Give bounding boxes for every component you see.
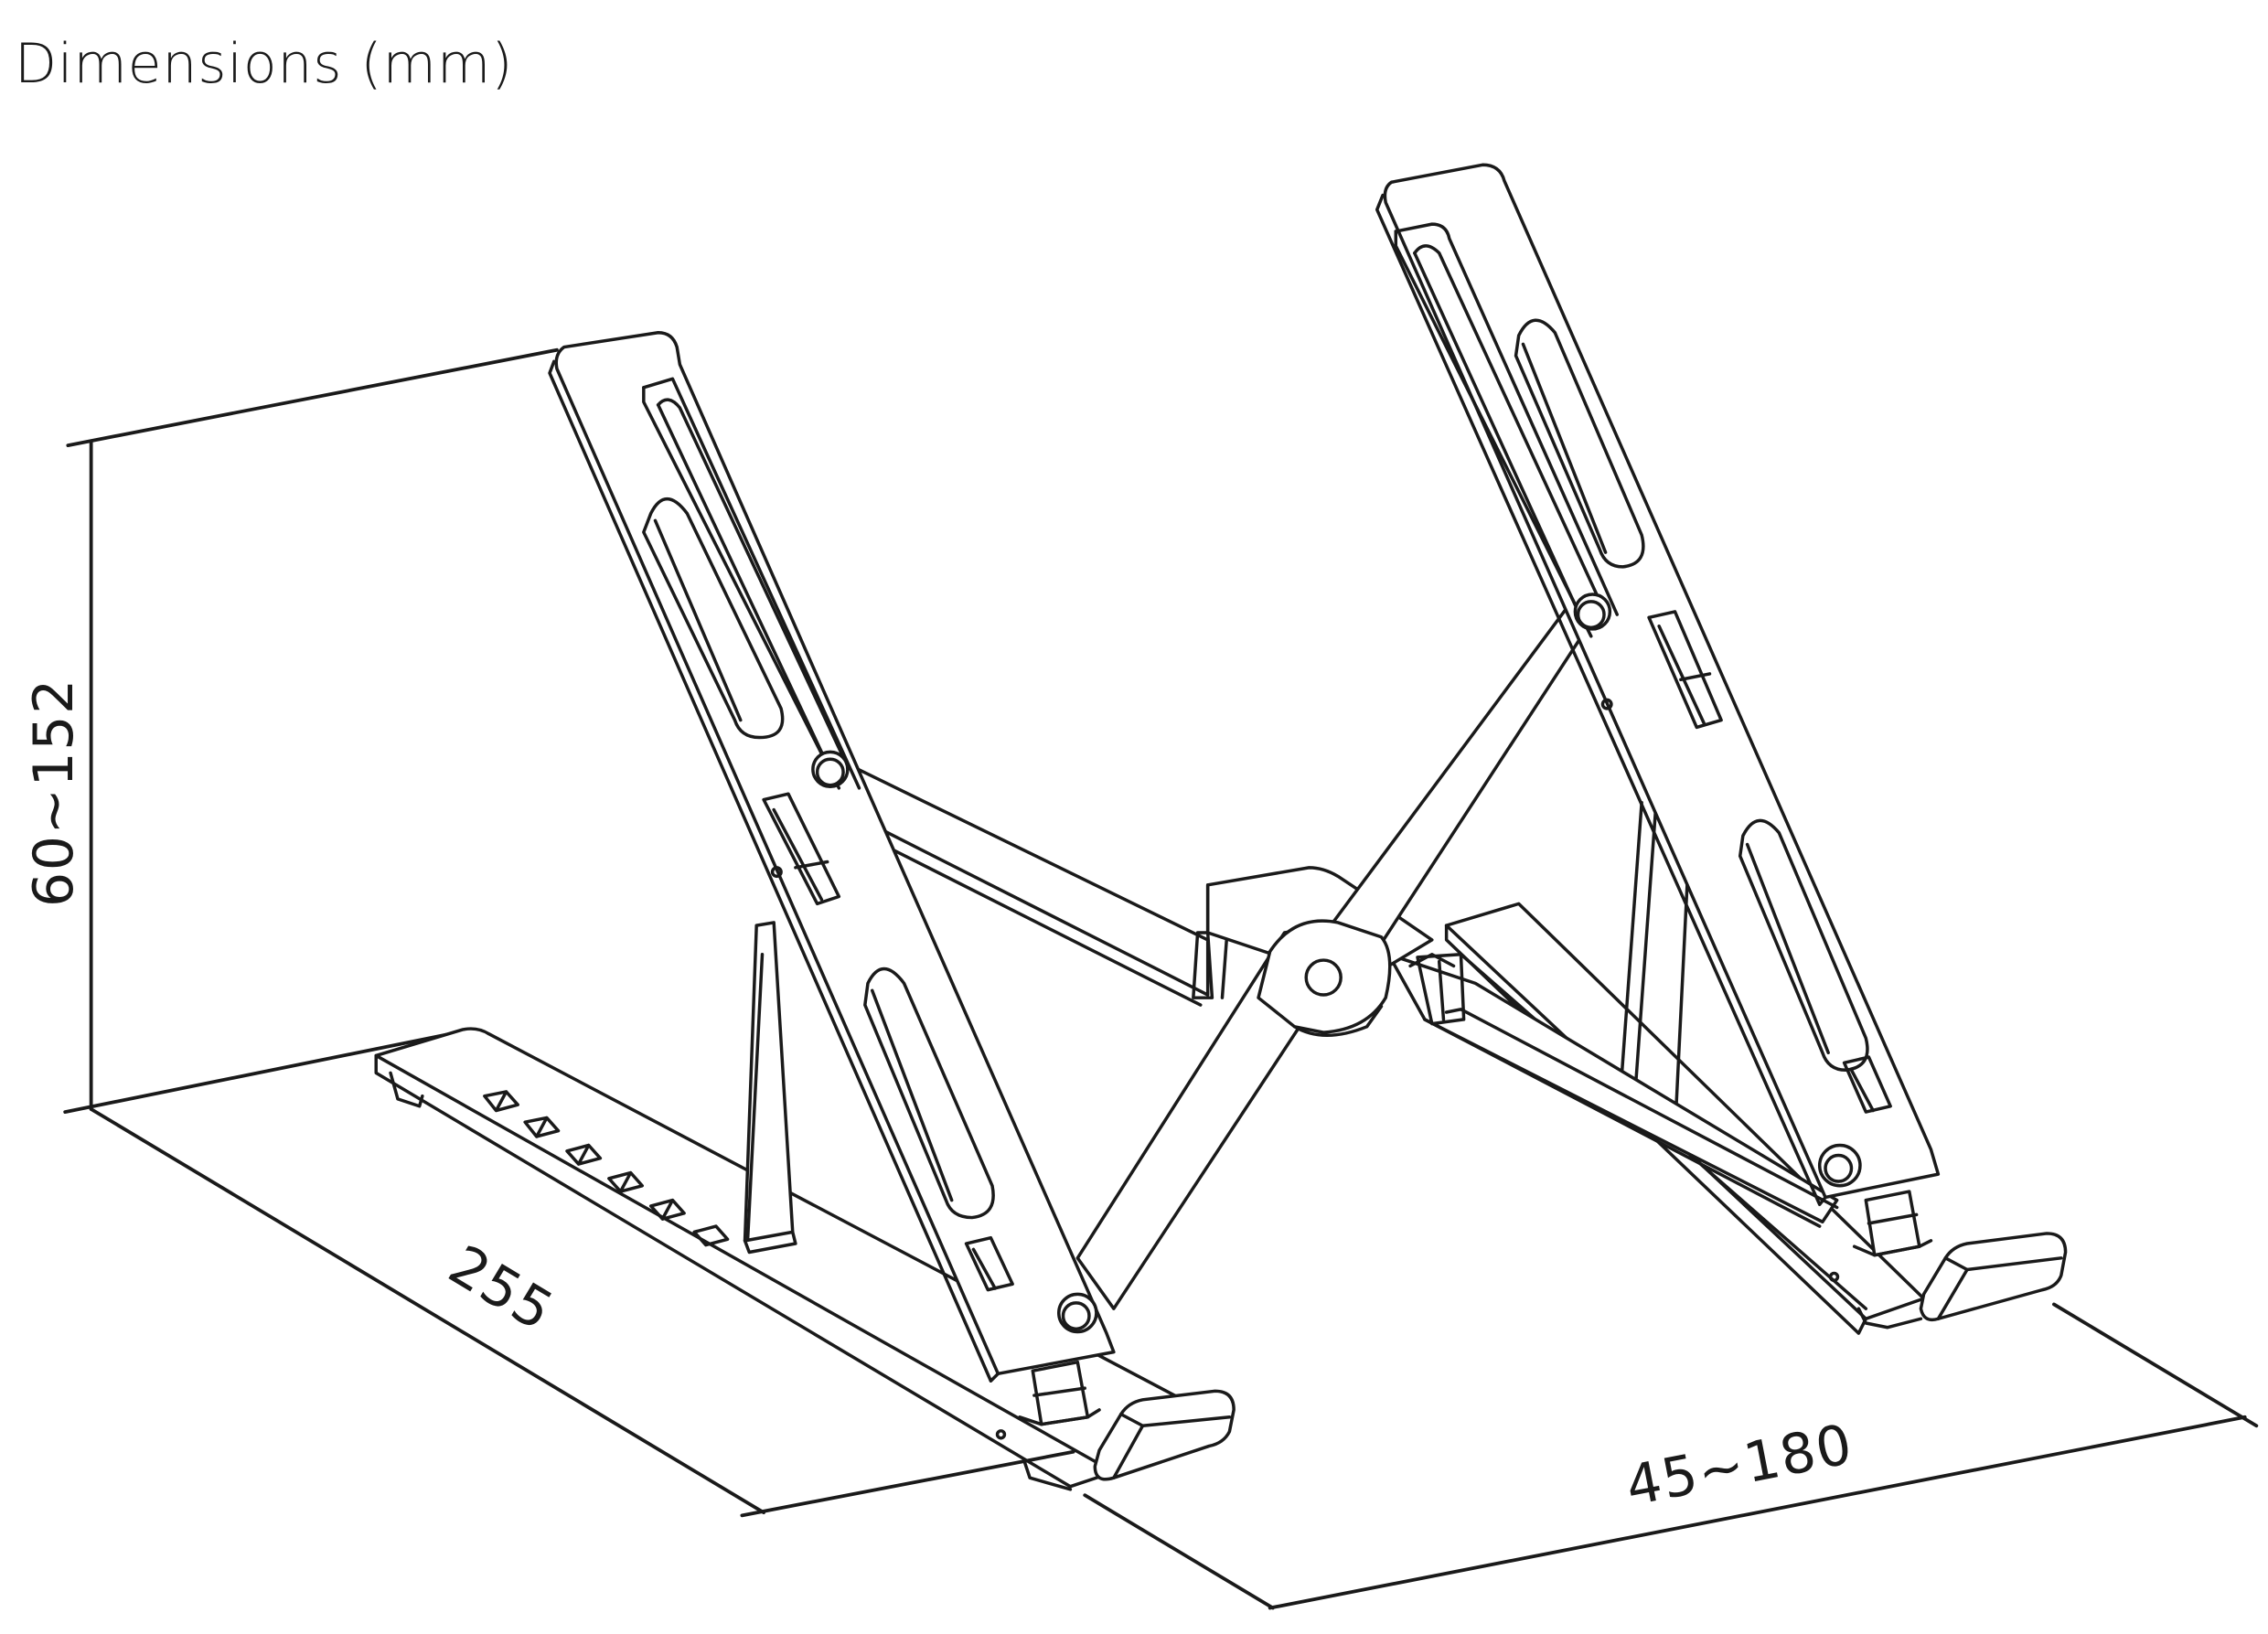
width-dimension-label: 45~180 — [1621, 1413, 1858, 1520]
drawing-title: Dimensions (mm) — [15, 32, 514, 96]
height-dimension: 60~152 — [22, 347, 559, 1115]
right-hinge-bracket — [1852, 1190, 1933, 1257]
laptop-stand — [374, 163, 2068, 1491]
width-dimension: 45~180 — [1083, 1302, 2259, 1610]
height-dimension-label: 60~152 — [22, 678, 86, 907]
left-support-strut — [743, 921, 797, 1255]
right-arm-plate — [1375, 163, 1941, 1207]
left-arm-plate — [548, 330, 1116, 1383]
left-hinge-bracket — [1018, 1360, 1101, 1426]
center-pivot — [1257, 919, 1392, 1038]
base-adjustment-slots — [483, 1090, 730, 1247]
